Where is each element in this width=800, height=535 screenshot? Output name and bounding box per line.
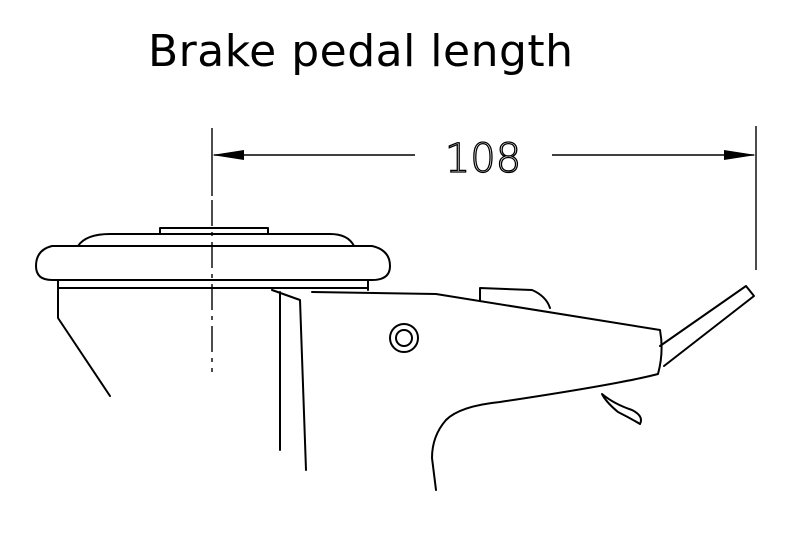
plate-body <box>35 245 391 281</box>
pivot-outer <box>389 323 419 353</box>
fork-stem <box>271 289 307 471</box>
dimension-annotation: 108 <box>211 126 757 270</box>
fork-left-leg <box>57 289 111 397</box>
top-plate <box>35 227 391 291</box>
stem-right-edge <box>271 289 307 471</box>
pedal-spring-tab <box>601 393 642 425</box>
arrowhead-right <box>724 150 756 160</box>
pivot-inner <box>395 329 413 347</box>
pedal-clip <box>479 287 551 309</box>
pedal-body-outline <box>311 291 663 491</box>
plate-boss <box>159 227 269 235</box>
fork-left <box>57 289 111 397</box>
pedal-lever <box>659 285 755 367</box>
brake-pedal <box>311 285 755 491</box>
arrowhead-left <box>212 150 244 160</box>
page-title: Brake pedal length <box>148 26 574 77</box>
plate-dome <box>77 233 355 247</box>
dimension-value: 108 <box>445 136 521 182</box>
